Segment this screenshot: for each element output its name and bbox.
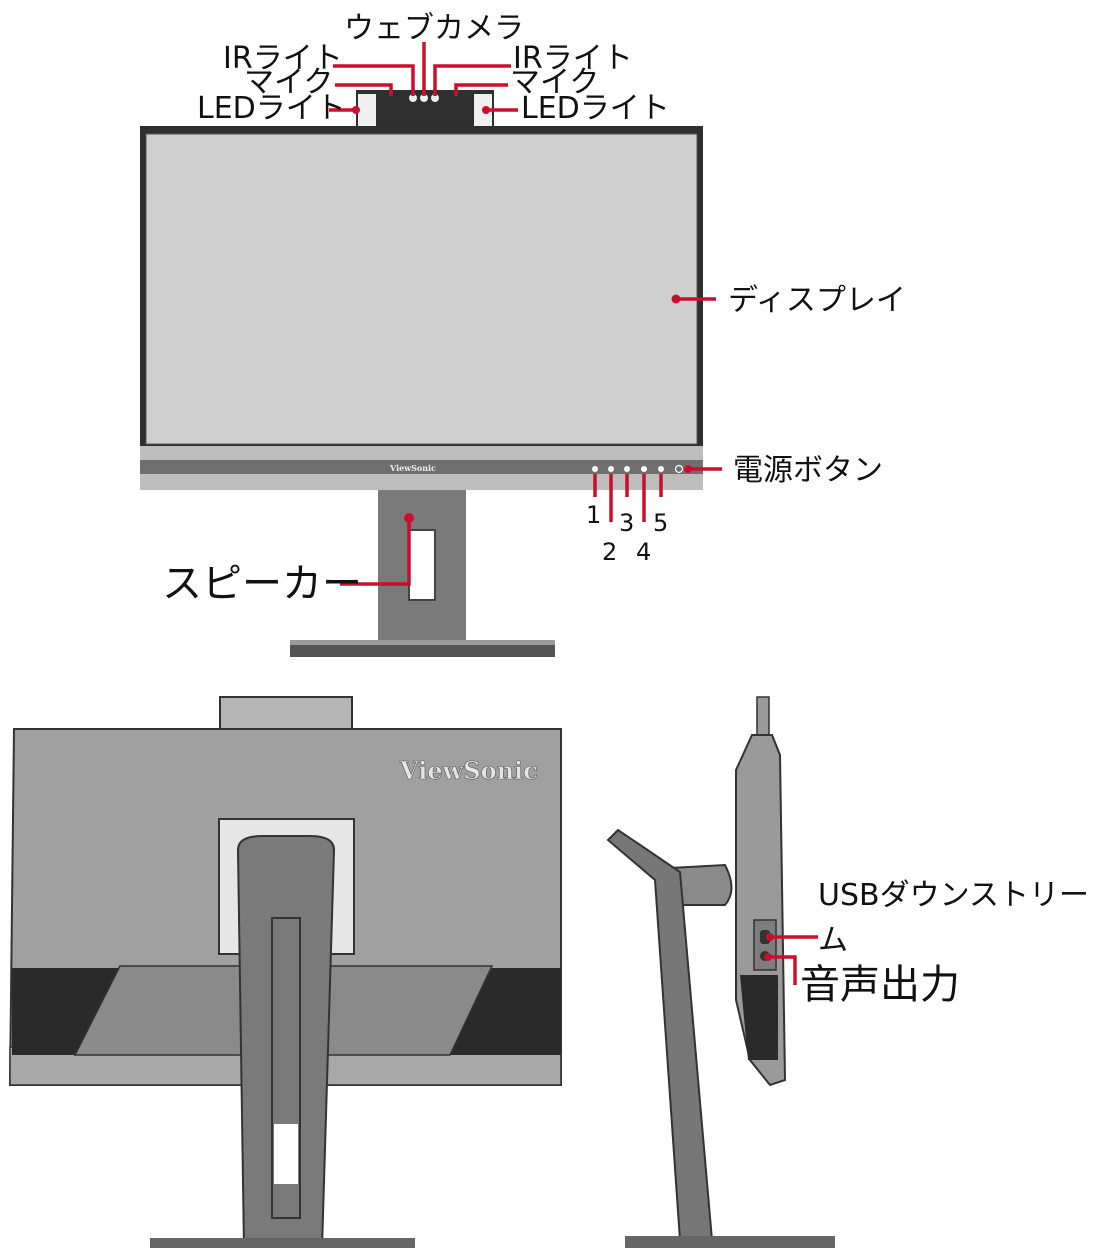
side-stand-base xyxy=(625,1236,835,1248)
label-ir-light-right: IRライト xyxy=(513,41,633,76)
label-ir-light-left: IRライト xyxy=(223,41,343,76)
led-light-left xyxy=(358,94,376,126)
button-5[interactable] xyxy=(658,466,664,472)
label-audio-out: 音声出力 xyxy=(800,962,960,1008)
ir-light-left-dot xyxy=(409,94,417,102)
side-view xyxy=(606,696,835,1248)
rear-brand-logo: ViewSonic xyxy=(399,756,538,785)
front-brand-logo: ViewSonic xyxy=(389,463,436,473)
label-webcam: ウェブカメラ xyxy=(344,11,524,46)
button-number-1: 1 xyxy=(586,501,601,529)
side-webcam xyxy=(756,696,770,736)
label-led-light-left: LEDライト xyxy=(197,91,346,126)
rear-stand-slot-window xyxy=(274,1124,298,1184)
webcam-lens xyxy=(420,94,428,102)
button-number-2: 2 xyxy=(602,538,617,566)
ir-light-right-dot xyxy=(431,94,439,102)
rear-view: ViewSonic xyxy=(8,696,562,1248)
side-port-area xyxy=(753,919,777,971)
button-number-5: 5 xyxy=(653,509,668,537)
label-usb-downstream-line1: USBダウンストリー xyxy=(818,878,1089,913)
side-vent xyxy=(740,975,778,1060)
button-1[interactable] xyxy=(592,466,598,472)
button-number-4: 4 xyxy=(636,538,651,566)
label-power-button: 電源ボタン xyxy=(733,453,883,488)
rear-stand-base xyxy=(150,1238,415,1248)
front-stand-slot xyxy=(408,529,436,601)
button-4[interactable] xyxy=(641,466,647,472)
display-panel xyxy=(145,133,698,445)
button-2[interactable] xyxy=(608,466,614,472)
bottom-bezel-strip xyxy=(140,460,703,474)
front-view: ViewSonic xyxy=(140,90,703,657)
rear-webcam-housing xyxy=(219,696,353,732)
rear-vent-left xyxy=(12,968,120,1055)
rear-vent-right xyxy=(448,968,561,1055)
front-callout-dots xyxy=(352,106,692,523)
side-hinge xyxy=(669,863,733,906)
front-stand-base xyxy=(290,643,555,657)
button-3[interactable] xyxy=(624,466,630,472)
label-mic-left: マイク xyxy=(244,65,333,100)
usb-downstream-port[interactable] xyxy=(760,930,770,944)
front-callouts xyxy=(329,42,722,586)
button-number-3: 3 xyxy=(619,509,634,537)
label-display: ディスプレイ xyxy=(728,283,906,318)
label-usb-downstream-line2: ム xyxy=(818,923,848,958)
power-button[interactable] xyxy=(674,464,684,474)
label-mic-right: マイク xyxy=(510,65,599,100)
label-speaker: スピーカー xyxy=(162,561,362,607)
label-led-light-right: LEDライト xyxy=(521,91,670,126)
front-stand-base-top xyxy=(290,640,555,645)
side-callouts xyxy=(770,935,818,985)
side-callout-dots xyxy=(764,933,774,961)
